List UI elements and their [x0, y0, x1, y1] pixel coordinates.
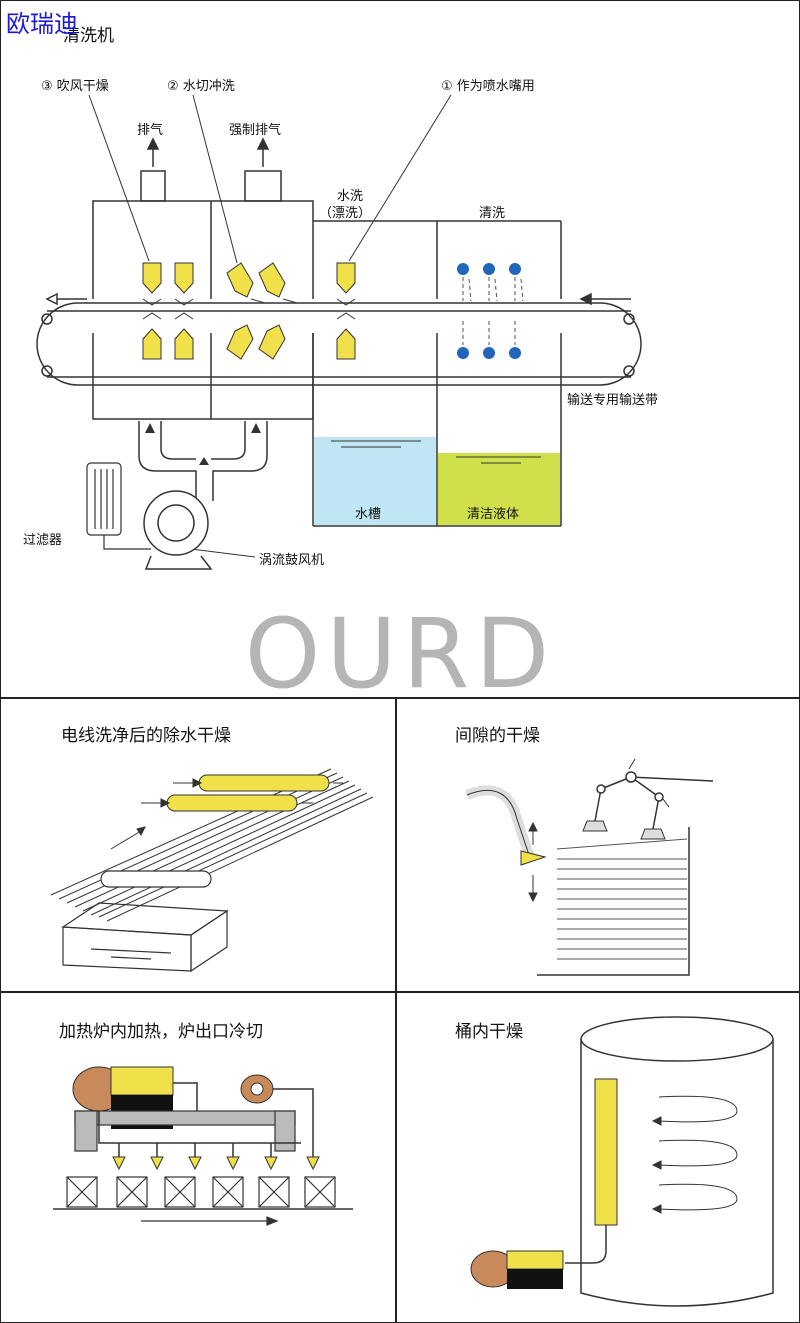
- stacked-sheets: [556, 838, 688, 960]
- exhaust-label: 排气: [137, 123, 164, 138]
- water-tank: [314, 437, 436, 525]
- nozzle-label: ① 作为喷水嘴用: [441, 79, 535, 94]
- cleaning-machine-panel: 清洗机: [0, 0, 800, 698]
- water-cut-label: ② 水切冲洗: [167, 79, 235, 94]
- blow-dry-label: ③ 吹风干燥: [41, 79, 109, 94]
- furnace-diagram: [53, 1066, 353, 1226]
- cleaning-machine-diagram: [36, 94, 642, 570]
- gap-drying-diagram: [465, 758, 714, 976]
- gap-drying-panel: 间隙的干燥: [396, 698, 800, 992]
- spray-dots: [457, 263, 521, 359]
- product-boxes: [66, 1176, 336, 1208]
- gap-panel-title: 间隙的干燥: [455, 726, 540, 746]
- watermark: OURD: [244, 598, 556, 710]
- conveyor-label: 输送专用输送带: [567, 393, 659, 408]
- furnace-body: [74, 1110, 296, 1152]
- forced-exhaust-label: 强制排气: [229, 123, 282, 138]
- air-knives: [166, 774, 330, 812]
- wire-bath: [61, 902, 229, 973]
- page-title: 清洗机: [63, 26, 114, 46]
- manipulator-arm: [594, 771, 714, 830]
- guide-rollers: [100, 870, 212, 888]
- barrel-drying-diagram: [470, 1016, 774, 1307]
- filter-label: 过滤器: [23, 533, 63, 548]
- barrel-blower: [470, 1250, 564, 1289]
- wire-drying-diagram: [50, 768, 374, 973]
- clean-liquid-label: 清洁液体: [467, 507, 520, 522]
- leader-lines: [88, 94, 452, 558]
- manifold-pipes: [98, 1082, 314, 1157]
- vortex-blower: [143, 490, 213, 570]
- filter: [86, 462, 151, 550]
- rinse-label: （漂洗）: [319, 206, 372, 221]
- barrel: [580, 1016, 774, 1307]
- barrel-drying-panel: 桶内干燥: [396, 992, 800, 1323]
- travel-arrow: [141, 1216, 279, 1226]
- wire-panel-title: 电线洗净后的除水干燥: [61, 726, 231, 746]
- blower-label: 涡流鼓风机: [259, 553, 325, 568]
- air-arrows: [110, 778, 343, 850]
- swirl-arrows: [651, 1095, 738, 1214]
- flexible-hose: [465, 785, 534, 857]
- exhaust-arrows: [146, 137, 270, 167]
- air-lance: [565, 1078, 618, 1264]
- spray-lines: [462, 277, 524, 345]
- clean-zone-label: 清洗: [479, 206, 506, 221]
- duct-arrows: [145, 423, 261, 465]
- wires: [50, 768, 374, 922]
- container-wall: [537, 827, 690, 976]
- nozzles: [142, 262, 356, 360]
- furnace-panel: 加热炉内加热，炉出口冷切: [0, 992, 396, 1323]
- gap-nozzle: [520, 850, 547, 866]
- housing: [92, 170, 562, 527]
- belt-direction-arrows: [45, 292, 631, 306]
- secondary-blower: [240, 1074, 274, 1104]
- conveyor-belt: [36, 302, 642, 386]
- brand-logo: 欧瑞迪: [6, 10, 78, 38]
- water-wash-label: 水洗: [337, 189, 364, 204]
- motion-arrows: [528, 758, 670, 903]
- grippers: [582, 820, 666, 840]
- air-ducts: [138, 421, 268, 501]
- clean-liquid-tank: [438, 453, 560, 525]
- air-flow-marks: [142, 298, 356, 320]
- barrel-panel-title: 桶内干燥: [455, 1022, 523, 1042]
- wire-drying-panel: 电线洗净后的除水干燥: [0, 698, 396, 992]
- furnace-nozzles: [112, 1156, 320, 1171]
- tank-label: 水槽: [355, 507, 382, 522]
- furnace-panel-title: 加热炉内加热，炉出口冷切: [59, 1022, 263, 1042]
